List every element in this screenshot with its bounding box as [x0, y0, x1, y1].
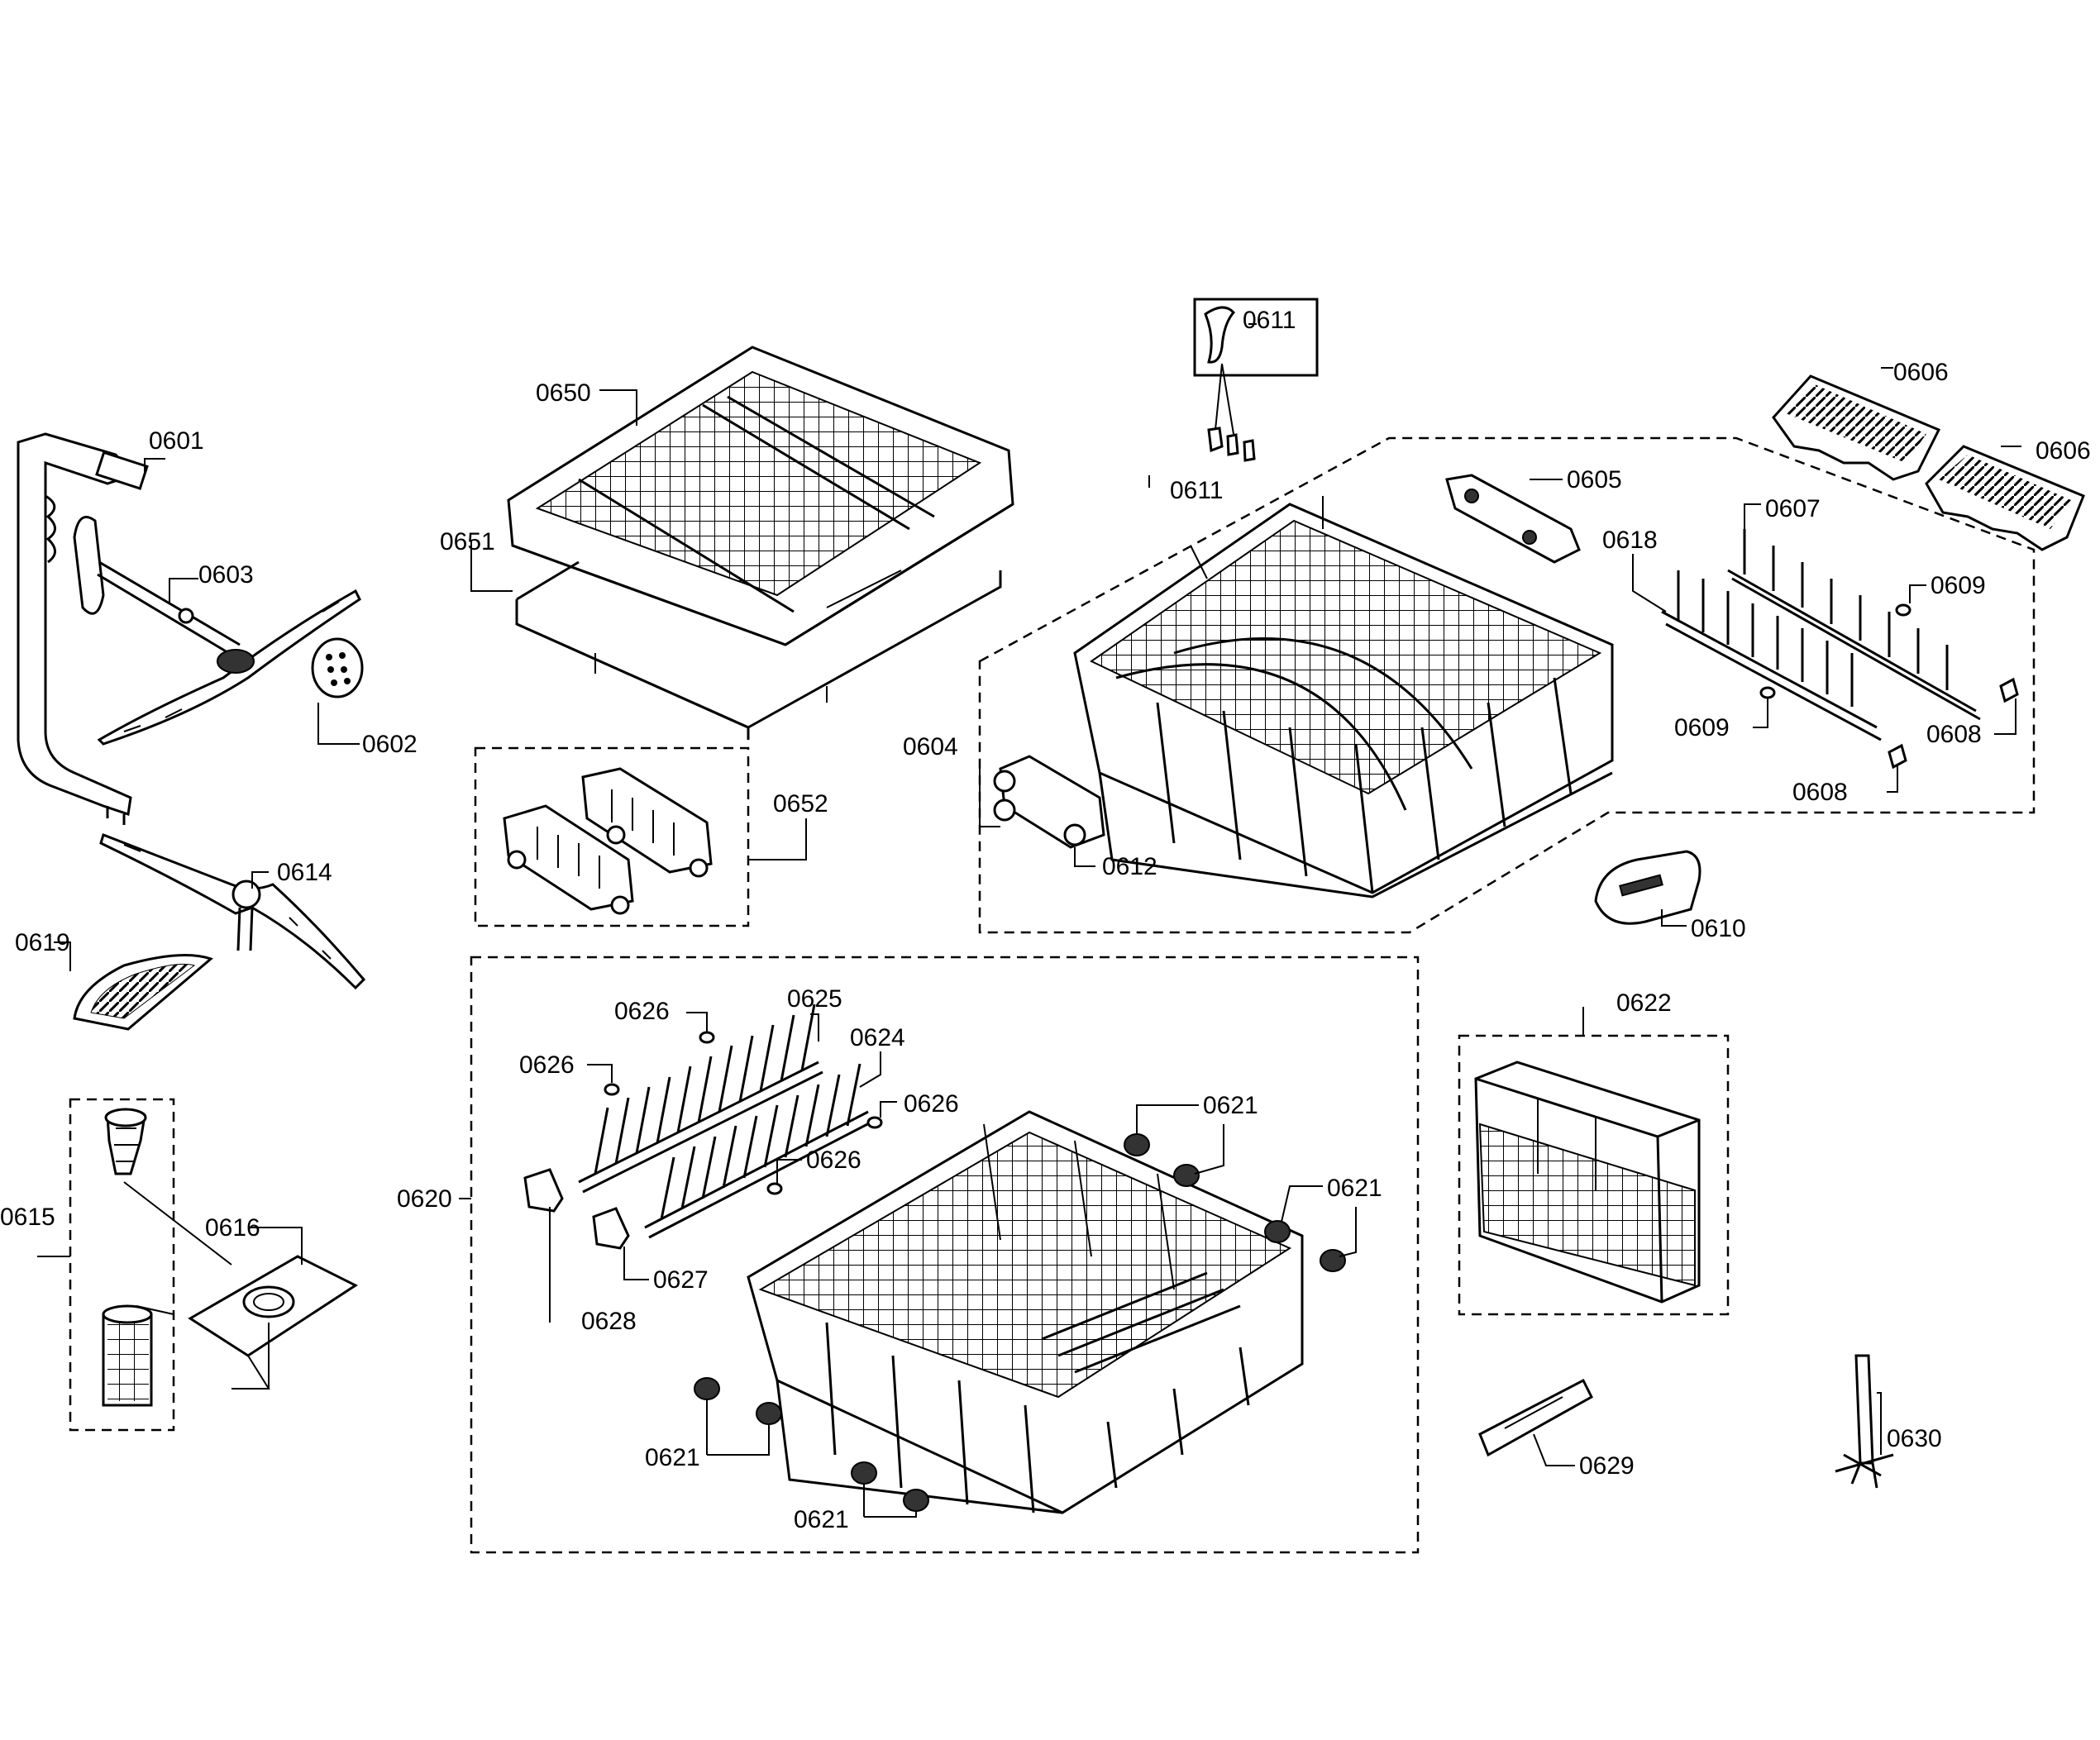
tine-row-0624 [644, 1063, 873, 1239]
label-0602: 0602 [362, 731, 418, 758]
cylindrical-filter [102, 1304, 174, 1407]
cutlery-tray-0650 [507, 346, 1014, 646]
label-0609-right: 0609 [1931, 572, 1986, 599]
wheels-0621 [694, 1133, 1346, 1512]
support-0630 [1835, 1354, 1894, 1489]
basket-handle-0610 [1594, 850, 1701, 925]
label-0614: 0614 [277, 859, 332, 886]
handle-0629 [1478, 1378, 1593, 1457]
fine-filter-plate-0616 [188, 1255, 359, 1390]
filter-disc-0602 [311, 637, 364, 698]
lower-rack [747, 1110, 1304, 1514]
label-0615: 0615 [0, 1204, 55, 1231]
micro-filter [104, 1108, 232, 1266]
label-0606-top: 0606 [1893, 359, 1949, 386]
rail-group-box [474, 746, 750, 927]
cup-shelf-0606-b [1925, 445, 2085, 551]
filter-group-box [69, 1098, 175, 1432]
part-labels: 0601 0603 0602 0614 0619 0615 0616 0650 … [0, 307, 2091, 1533]
label-0601: 0601 [149, 427, 204, 455]
label-0621-c: 0621 [645, 1444, 700, 1471]
label-0605: 0605 [1567, 466, 1622, 493]
tine-row-0618 [1661, 570, 1882, 741]
tray-rails [503, 767, 713, 915]
tine-row-0625 [578, 1003, 823, 1194]
label-0607: 0607 [1765, 495, 1821, 522]
label-0626-b: 0626 [519, 1051, 575, 1079]
label-0620: 0620 [397, 1185, 452, 1213]
label-0606-right: 0606 [2036, 437, 2091, 465]
upper-rack-group-box [978, 436, 2036, 934]
label-0604: 0604 [903, 733, 958, 760]
clips-0626 [604, 1031, 883, 1195]
sieve-cover-0619 [73, 954, 213, 1031]
bracket-0628 [523, 1168, 564, 1213]
label-0603: 0603 [198, 561, 254, 589]
label-0651: 0651 [440, 528, 495, 555]
label-0652: 0652 [773, 790, 828, 818]
label-0608-bottom: 0608 [1792, 779, 1848, 806]
label-0626-d: 0626 [806, 1146, 861, 1174]
label-0611-bottom: 0611 [1170, 477, 1224, 504]
tray-frame-0651 [515, 560, 1002, 740]
label-0626-c: 0626 [904, 1090, 959, 1118]
cutlery-basket-group-box [1458, 1034, 1730, 1316]
label-0626-a: 0626 [614, 998, 670, 1025]
label-0621-b: 0621 [1327, 1175, 1382, 1202]
label-0622: 0622 [1616, 989, 1672, 1017]
lower-spray-arm-0614 [99, 833, 366, 990]
label-0629: 0629 [1579, 1452, 1635, 1480]
cutlery-basket-0622 [1474, 1061, 1701, 1304]
label-0627: 0627 [653, 1266, 709, 1294]
upper-rack [1073, 496, 1614, 899]
label-0621-a: 0621 [1203, 1092, 1258, 1119]
label-0609-left: 0609 [1674, 714, 1730, 741]
label-0611-top: 0611 [1243, 307, 1296, 334]
label-0650: 0650 [536, 379, 591, 407]
label-0619: 0619 [15, 929, 70, 956]
label-0612: 0612 [1102, 853, 1157, 880]
cup-shelf-0606-a [1772, 374, 1941, 481]
lower-rack-group-box [470, 956, 1420, 1554]
label-0630: 0630 [1887, 1425, 1942, 1452]
small-clips [1759, 603, 2019, 770]
label-0621-d: 0621 [794, 1506, 849, 1533]
tine-row-0607 [1727, 529, 1981, 721]
label-0616: 0616 [205, 1214, 260, 1242]
bracket-0627 [592, 1207, 630, 1250]
label-0618: 0618 [1602, 527, 1658, 554]
clip-assembly-0611 [1193, 298, 1319, 462]
label-0625: 0625 [787, 985, 842, 1013]
label-0624: 0624 [850, 1024, 905, 1051]
rack-adjuster-0604 [993, 755, 1105, 849]
label-0608-right: 0608 [1926, 721, 1982, 748]
label-0628: 0628 [581, 1308, 637, 1335]
leader-lines [37, 323, 2021, 1518]
upper-spray-arm [97, 589, 361, 746]
supply-pipe-0601 [17, 432, 149, 825]
label-0610: 0610 [1691, 915, 1746, 942]
rack-adjuster-0605 [1445, 474, 1581, 564]
